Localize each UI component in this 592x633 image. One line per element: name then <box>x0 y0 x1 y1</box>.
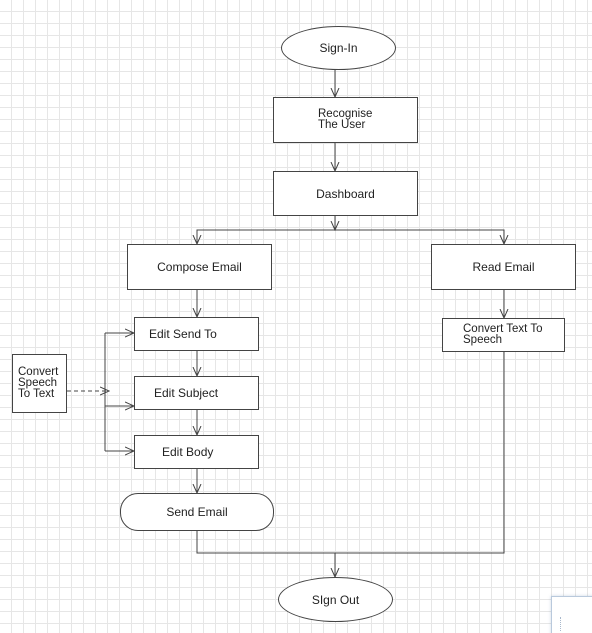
edit-send-to-node[interactable]: Edit Send To <box>134 317 259 351</box>
dashboard-node[interactable]: Dashboard <box>273 171 418 216</box>
convert-text-to-speech-node[interactable]: Convert Text To Speech <box>442 318 565 352</box>
convert-speech-to-text-node[interactable]: Convert Speech To Text <box>12 354 67 413</box>
outline-panel[interactable] <box>551 596 592 633</box>
merge-line-send <box>196 531 335 554</box>
send-email-node[interactable]: Send Email <box>120 493 274 531</box>
arrow-branch-to-compose <box>197 229 335 244</box>
edit-subject-node[interactable]: Edit Subject <box>134 376 259 410</box>
recognise-user-node[interactable]: Recognise The User <box>273 97 418 143</box>
sign-out-node[interactable]: SIgn Out <box>278 577 393 622</box>
sign-in-node[interactable]: Sign-In <box>281 26 396 70</box>
edit-body-node[interactable]: Edit Body <box>134 435 259 469</box>
compose-email-node[interactable]: Compose Email <box>127 244 272 290</box>
merge-line-convert <box>335 352 505 554</box>
read-email-node[interactable]: Read Email <box>431 244 576 290</box>
arrow-branch-to-read <box>335 229 504 244</box>
